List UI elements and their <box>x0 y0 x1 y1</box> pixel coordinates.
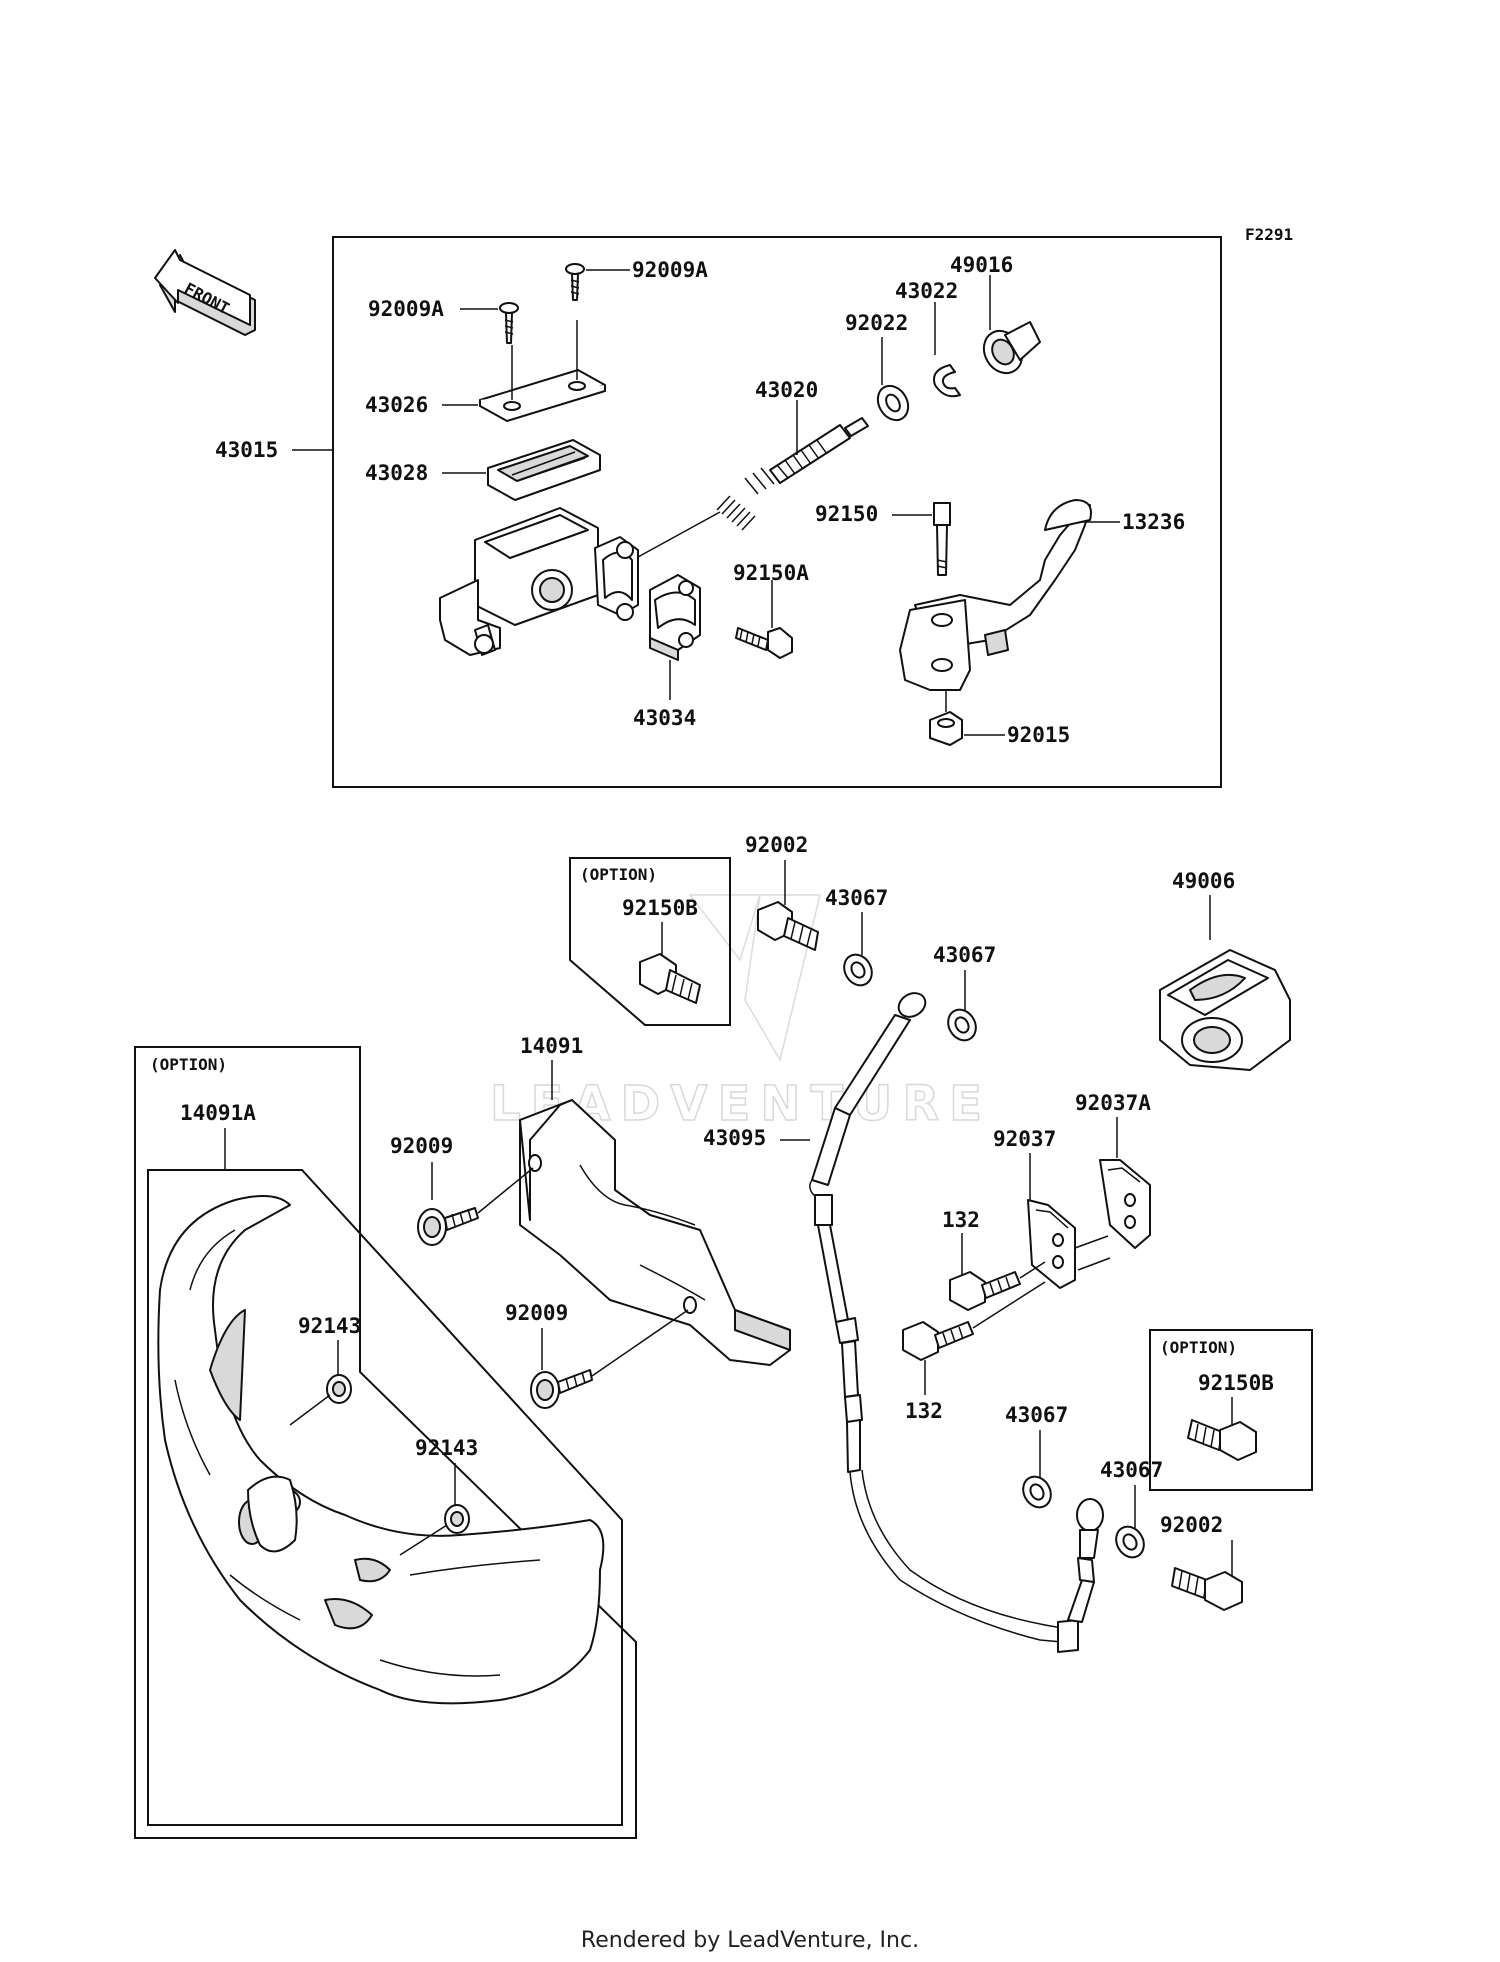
washer-43067-3 <box>1022 1475 1052 1509</box>
part-label-132-2[interactable]: 132 <box>905 1399 943 1423</box>
part-label-92002-top[interactable]: 92002 <box>745 833 808 857</box>
part-label-43067-1[interactable]: 43067 <box>825 886 888 910</box>
part-label-43022[interactable]: 43022 <box>895 279 958 303</box>
part-label-14091[interactable]: 14091 <box>520 1034 583 1058</box>
screw-92009A-left <box>499 302 519 344</box>
washer-43067-1 <box>843 953 873 987</box>
master-cylinder-assembly-box <box>332 236 1222 788</box>
option-label-3: (OPTION) <box>1160 1338 1237 1357</box>
master-cylinder-body <box>439 507 639 656</box>
footer-credit: Rendered by LeadVenture, Inc. <box>580 1928 920 1953</box>
grommet-92143-1 <box>326 1374 352 1404</box>
handguard-mount-14091 <box>519 1099 791 1366</box>
part-label-43067-4[interactable]: 43067 <box>1100 1458 1163 1482</box>
grommet-92143-2 <box>444 1504 470 1534</box>
part-label-92037[interactable]: 92037 <box>993 1127 1056 1151</box>
part-label-49016[interactable]: 49016 <box>950 253 1013 277</box>
part-label-92009-1[interactable]: 92009 <box>390 1134 453 1158</box>
handguard-14091A <box>157 1195 605 1705</box>
clamp-92037 <box>1027 1199 1076 1289</box>
part-label-92150[interactable]: 92150 <box>815 502 878 526</box>
bolt-132-1 <box>949 1271 1021 1311</box>
part-label-43026[interactable]: 43026 <box>365 393 428 417</box>
part-label-92015[interactable]: 92015 <box>1007 723 1070 747</box>
part-label-43028[interactable]: 43028 <box>365 461 428 485</box>
bolt-92002-bottom <box>1171 1567 1243 1611</box>
part-label-43067-3[interactable]: 43067 <box>1005 1403 1068 1427</box>
reservoir-cap-43026 <box>479 369 606 422</box>
circlip-43022 <box>933 364 961 398</box>
part-label-43095[interactable]: 43095 <box>703 1126 766 1150</box>
part-label-92150B-2[interactable]: 92150B <box>1198 1371 1274 1395</box>
part-label-92009-2[interactable]: 92009 <box>505 1301 568 1325</box>
nut-92015 <box>929 711 963 746</box>
part-label-43020[interactable]: 43020 <box>755 378 818 402</box>
part-label-92143-2[interactable]: 92143 <box>415 1436 478 1460</box>
handguard-14091A-box <box>147 1169 623 1826</box>
bolt-132-2 <box>902 1321 974 1361</box>
diagram-code: F2291 <box>1245 225 1293 244</box>
bolt-92150B-bottom <box>1187 1419 1257 1461</box>
part-label-92143-1[interactable]: 92143 <box>298 1314 361 1338</box>
part-label-132-1[interactable]: 132 <box>942 1208 980 1232</box>
option-box-14091A <box>134 1046 637 1839</box>
bolt-92009-1 <box>417 1207 479 1246</box>
part-label-43067-2[interactable]: 43067 <box>933 943 996 967</box>
clamp-43034 <box>649 574 701 661</box>
part-label-92022[interactable]: 92022 <box>845 311 908 335</box>
screw-92009A-right <box>565 263 585 301</box>
diaphragm-43028 <box>487 439 601 501</box>
part-label-14091A[interactable]: 14091A <box>180 1101 256 1125</box>
option-label-1: (OPTION) <box>580 865 657 884</box>
brake-hose-43095 <box>809 992 1104 1653</box>
part-label-43015[interactable]: 43015 <box>215 438 278 462</box>
part-label-92002-bottom[interactable]: 92002 <box>1160 1513 1223 1537</box>
bolt-92150B-top <box>639 953 701 1004</box>
brake-lever-13236 <box>899 499 1092 691</box>
washer-43067-4 <box>1115 1525 1145 1559</box>
pivot-bolt-92150 <box>933 502 951 576</box>
watermark-logo <box>688 894 821 1062</box>
part-label-92009A-1[interactable]: 92009A <box>632 258 708 282</box>
option-box-92150B-bottom <box>1149 1329 1313 1491</box>
washer-43067-2 <box>947 1008 977 1042</box>
part-label-13236[interactable]: 13236 <box>1122 510 1185 534</box>
piston-43020 <box>716 417 869 531</box>
part-label-49006[interactable]: 49006 <box>1172 869 1235 893</box>
part-label-43034[interactable]: 43034 <box>633 706 696 730</box>
front-arrow-icon: FRONT <box>154 249 256 336</box>
part-label-92150A[interactable]: 92150A <box>733 561 809 585</box>
part-label-92009A-2[interactable]: 92009A <box>368 297 444 321</box>
bolt-92009-2 <box>530 1369 593 1409</box>
option-label-2: (OPTION) <box>150 1055 227 1074</box>
washer-92022 <box>876 384 910 422</box>
part-label-92037A[interactable]: 92037A <box>1075 1091 1151 1115</box>
bolt-92002-top <box>757 901 819 951</box>
part-label-92150B-1[interactable]: 92150B <box>622 896 698 920</box>
bolt-92150A <box>735 627 793 659</box>
option-box-92150B-top <box>569 857 731 1026</box>
switch-housing-49006 <box>1159 949 1291 1071</box>
dust-boot-49016 <box>982 321 1041 375</box>
clamp-92037A <box>1099 1159 1151 1249</box>
